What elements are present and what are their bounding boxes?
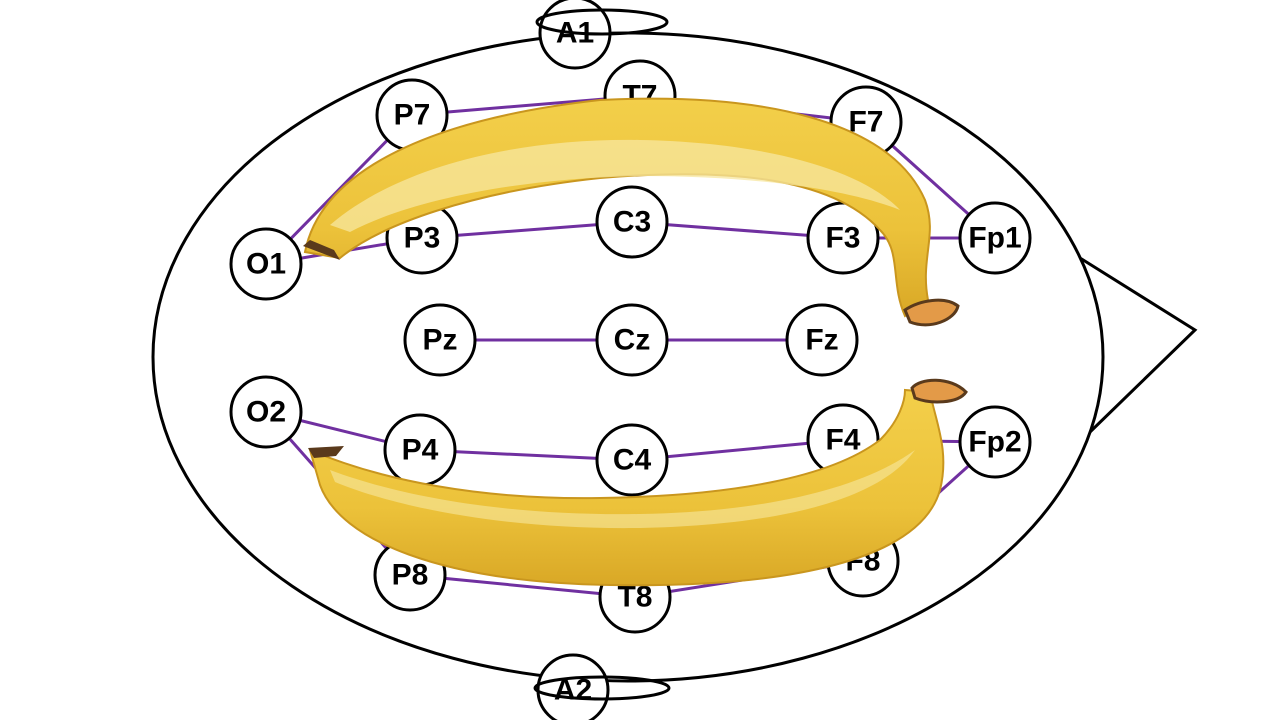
electrode-label: C4 (613, 444, 652, 477)
electrode-group: A1A2T7T8P7P8F7F8O1O2P3P4C3C4F3F4Fp1Fp2Pz… (229, 0, 1032, 720)
electrode-o1: O1 (229, 227, 303, 301)
electrode-label: F3 (825, 222, 860, 255)
electrode-circle (403, 303, 477, 377)
electrode-o2: O2 (229, 375, 303, 449)
electrode-label: P8 (392, 559, 429, 592)
electrode-circle (958, 201, 1032, 275)
ear-icon (535, 8, 669, 36)
electrode-a2: A2 (536, 653, 610, 720)
electrode-circle (595, 185, 669, 259)
electrode-label: Fz (805, 324, 838, 357)
electrode-fp2: Fp2 (958, 405, 1032, 479)
banana-icon (303, 97, 960, 327)
electrode-circle (785, 303, 859, 377)
nose-icon (1079, 256, 1198, 434)
electrode-p7: P7 (375, 78, 449, 152)
electrode-label: Fp1 (968, 222, 1021, 255)
connection-p8-t8 (409, 573, 636, 599)
electrode-c3: C3 (595, 185, 669, 259)
electrode-p4: P4 (383, 413, 457, 487)
electrode-fz: Fz (785, 303, 859, 377)
banana-icon (308, 378, 968, 587)
electrode-circle (958, 405, 1032, 479)
electrode-pz: Pz (403, 303, 477, 377)
electrode-f3: F3 (806, 201, 880, 275)
electrode-label: F4 (825, 424, 860, 457)
ear-icon (533, 675, 671, 701)
electrode-label: P7 (394, 99, 431, 132)
electrode-label: P4 (402, 434, 439, 467)
electrode-circle (595, 303, 669, 377)
electrode-circle (229, 375, 303, 449)
electrode-cz: Cz (595, 303, 669, 377)
electrode-label: O2 (246, 396, 286, 429)
electrode-label: Pz (422, 324, 457, 357)
electrode-label: Fp2 (968, 426, 1021, 459)
electrode-label: C3 (613, 206, 651, 239)
electrode-label: Cz (614, 324, 651, 357)
electrode-label: P3 (404, 222, 441, 255)
electrode-label: O1 (246, 248, 286, 281)
electrode-c4: C4 (595, 423, 669, 497)
electrode-fp1: Fp1 (958, 201, 1032, 275)
electrode-circle (595, 423, 669, 497)
electrode-circle (229, 227, 303, 301)
